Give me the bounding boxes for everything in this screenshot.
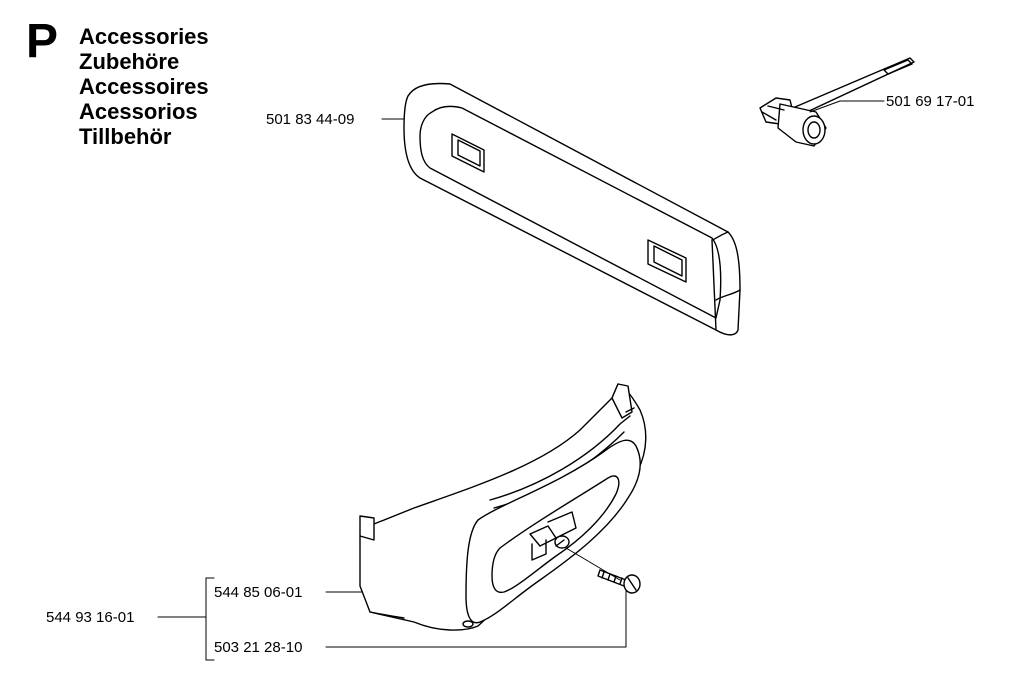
title-german: Zubehöre [79, 49, 180, 74]
screw-illustration [597, 569, 641, 594]
combi-wrench-illustration [759, 57, 915, 147]
section-letter: P [26, 15, 59, 68]
title-french: Accessoires [79, 74, 209, 99]
part-number-chain-catcher-kit: 544 93 16-01 [46, 609, 135, 626]
leader-lines [157, 100, 885, 661]
chain-catcher-illustration [359, 383, 647, 631]
bar-guard-illustration [403, 82, 741, 336]
section-titles: Accessories Zubehöre Accessoires Acessor… [79, 24, 209, 149]
part-number-combi-wrench: 501 69 17-01 [886, 93, 975, 110]
title-portuguese: Acessorios [79, 99, 198, 124]
title-english: Accessories [79, 24, 209, 49]
title-swedish: Tillbehör [79, 124, 172, 149]
part-number-chain-catcher: 544 85 06-01 [214, 584, 303, 601]
part-number-bar-guard: 501 83 44-09 [266, 111, 355, 128]
part-number-screw: 503 21 28-10 [214, 639, 303, 656]
